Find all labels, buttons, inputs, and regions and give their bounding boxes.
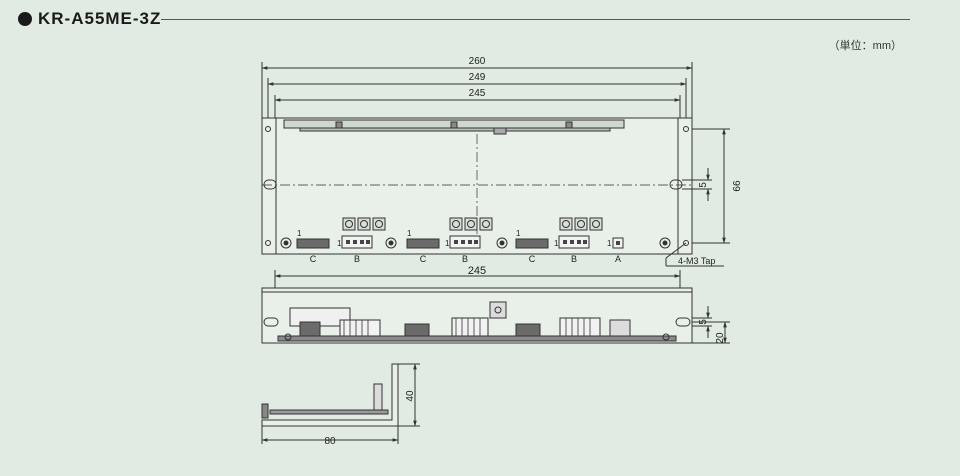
connector-label-a: A bbox=[615, 254, 621, 264]
connector-label-c3: C bbox=[529, 254, 536, 264]
connector-label-b2: B bbox=[462, 254, 468, 264]
pin-one-mark: 1 bbox=[554, 239, 559, 248]
pin-one-mark: 1 bbox=[337, 239, 342, 248]
pin-one-mark: 1 bbox=[297, 229, 302, 238]
pin-one-mark: 1 bbox=[445, 239, 450, 248]
side-view bbox=[261, 270, 730, 344]
connector-label-b3: B bbox=[571, 254, 577, 264]
connector-label-b1: B bbox=[354, 254, 360, 264]
unit-note: （単位：mm） bbox=[828, 40, 902, 52]
dim-label-80: 80 bbox=[324, 436, 336, 447]
dim-label-245-side: 245 bbox=[468, 265, 486, 277]
connector-label-c2: C bbox=[420, 254, 427, 264]
dim-label-20: 20 bbox=[715, 332, 726, 344]
dim-label-249: 249 bbox=[469, 72, 486, 83]
dim-label-5-side: 5 bbox=[698, 319, 709, 325]
dim-label-245-top: 245 bbox=[469, 88, 486, 99]
pin-one-mark: 1 bbox=[516, 229, 521, 238]
tap-label: 4-M3 Tap bbox=[678, 256, 715, 266]
dim-label-40: 40 bbox=[405, 390, 416, 402]
pin-one-mark: 1 bbox=[607, 239, 612, 248]
connector-label-c1: C bbox=[310, 254, 317, 264]
page-title: KR-A55ME-3Z bbox=[38, 9, 162, 28]
pin-one-mark: 1 bbox=[407, 229, 412, 238]
bullet-dot-icon bbox=[18, 12, 32, 26]
dim-label-66: 66 bbox=[732, 180, 743, 192]
header-divider bbox=[161, 19, 910, 20]
dim-label-260: 260 bbox=[469, 56, 486, 67]
top-view bbox=[261, 62, 730, 267]
end-view bbox=[261, 363, 420, 444]
dim-label-5-top: 5 bbox=[698, 182, 709, 188]
section-header: KR-A55ME-3Z bbox=[18, 8, 910, 30]
